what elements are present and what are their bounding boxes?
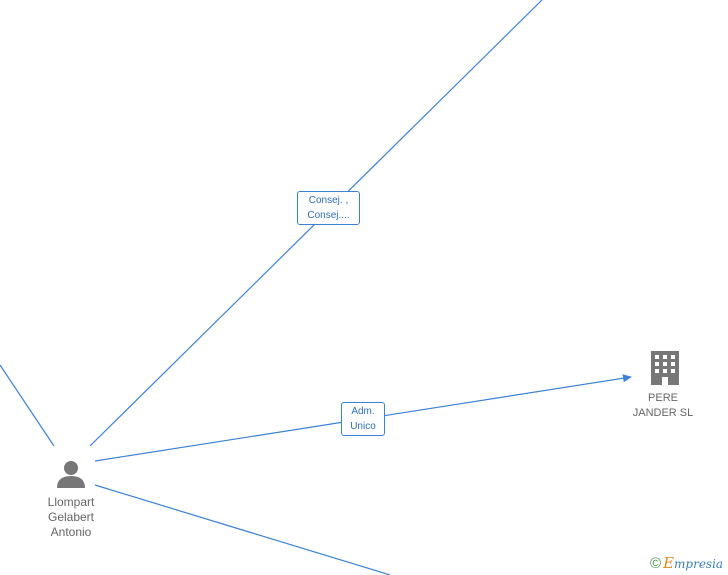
edge-line-lower-right: [94, 484, 391, 575]
person-node-label[interactable]: Llompart Gelabert Antonio: [31, 495, 111, 540]
person-name-line: Llompart: [47, 495, 95, 509]
edge-line-left: [0, 364, 55, 447]
person-name-line: Gelabert: [47, 510, 95, 524]
edge-label-line: Unico: [350, 421, 376, 432]
edge-label-line: Consej....: [307, 210, 350, 221]
company-node-label[interactable]: PERE JANDER SL: [618, 391, 708, 421]
copyright-icon: ©: [650, 554, 662, 572]
empresia-credit[interactable]: © Empresia: [650, 554, 723, 572]
person-icon[interactable]: [57, 461, 85, 488]
edge-label-consej[interactable]: Consej. , Consej....: [297, 191, 360, 225]
company-name-line: JANDER SL: [632, 407, 694, 419]
person-name-line: Antonio: [50, 525, 92, 539]
brand-logo: Empresia: [663, 554, 724, 572]
company-name-line: PERE: [648, 392, 678, 404]
edge-label-line: Adm.: [351, 406, 375, 417]
edge-label-line: Consej. ,: [308, 195, 349, 206]
building-icon[interactable]: [651, 351, 679, 385]
edge-label-adm-unico[interactable]: Adm. Unico: [341, 402, 385, 436]
